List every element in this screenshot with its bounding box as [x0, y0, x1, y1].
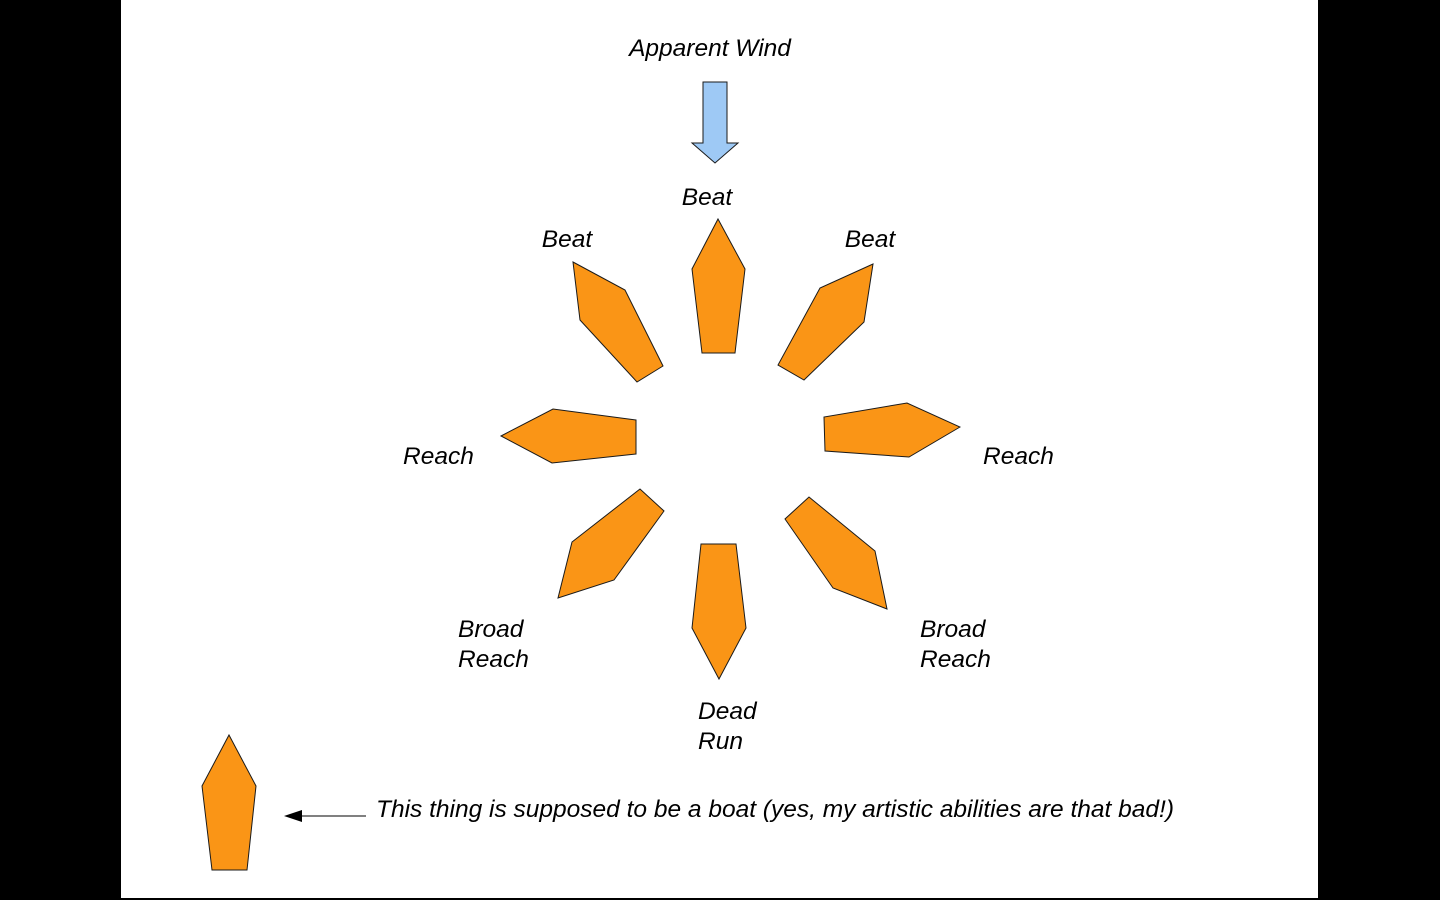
label-broad-reach-left-line1: Broad [458, 616, 525, 643]
legend-arrow-head-icon [284, 810, 302, 822]
boat-beat-left [572, 261, 664, 383]
label-broad-reach-left-line2: Reach [458, 646, 529, 673]
label-beat-right: Beat [845, 226, 897, 253]
boat-beat-top [691, 217, 746, 354]
boat-reach-right [823, 402, 962, 458]
label-broad-reach-right-line1: Broad [920, 616, 987, 643]
boat-dead-run [691, 543, 747, 681]
label-dead-run-line1: Dead [698, 698, 758, 725]
label-reach-right: Reach [983, 443, 1054, 470]
wind-arrow-icon [690, 81, 740, 164]
label-beat-top: Beat [682, 184, 734, 211]
label-broad-reach-right-line2: Reach [920, 646, 991, 673]
boat-broad-reach-right [784, 496, 888, 610]
label-reach-left: Reach [403, 443, 474, 470]
boat-reach-left [499, 408, 637, 464]
apparent-wind-label: Apparent Wind [627, 35, 792, 62]
boat-broad-reach-left [557, 488, 665, 599]
legend-boat-icon [201, 733, 257, 871]
label-dead-run-line2: Run [698, 728, 743, 755]
boat-beat-right [777, 263, 874, 381]
label-beat-left: Beat [542, 226, 594, 253]
legend-caption: This thing is supposed to be a boat (yes… [376, 796, 1174, 823]
